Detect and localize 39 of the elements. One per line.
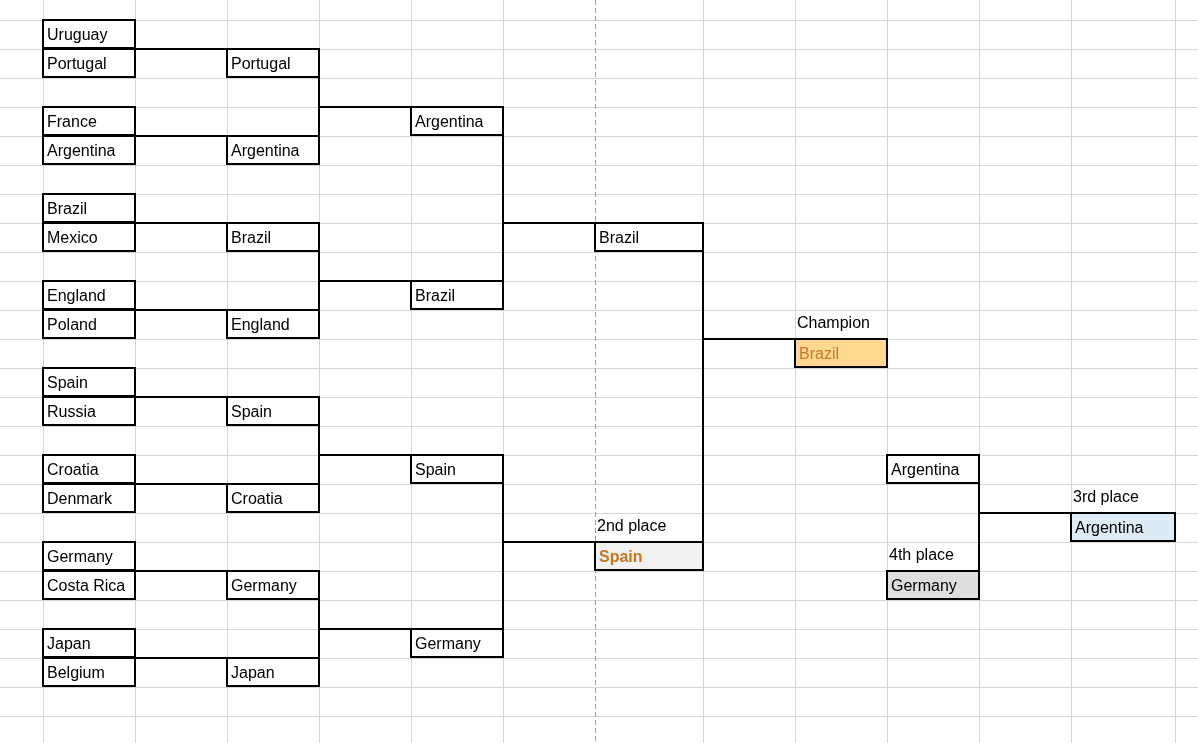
- team-cell: England: [226, 309, 320, 339]
- team-cell: Germany: [42, 541, 136, 571]
- team-cell: Croatia: [226, 483, 320, 513]
- team-cell: Spain: [410, 454, 504, 484]
- team-cell: Portugal: [42, 48, 136, 78]
- team-cell: England: [42, 280, 136, 310]
- team-cell: Spain: [42, 367, 136, 397]
- team-cell: Denmark: [42, 483, 136, 513]
- place-label: Champion: [797, 313, 870, 333]
- team-cell: Argentina: [410, 106, 504, 136]
- team-cell: Argentina: [226, 135, 320, 165]
- team-cell: Costa Rica: [42, 570, 136, 600]
- team-cell: Poland: [42, 309, 136, 339]
- team-cell: Argentina: [42, 135, 136, 165]
- team-cell: Croatia: [42, 454, 136, 484]
- bracket-line: [702, 338, 796, 543]
- team-cell: Brazil: [410, 280, 504, 310]
- team-cell: Spain: [594, 541, 704, 571]
- team-cell: Germany: [410, 628, 504, 658]
- team-cell: France: [42, 106, 136, 136]
- place-label: 2nd place: [597, 516, 667, 536]
- team-cell: Brazil: [794, 338, 888, 368]
- team-cell: Russia: [42, 396, 136, 426]
- team-cell: Brazil: [226, 222, 320, 252]
- team-cell: Germany: [226, 570, 320, 600]
- place-label: 3rd place: [1073, 487, 1139, 507]
- place-label: 4th place: [889, 545, 954, 565]
- team-cell: Brazil: [594, 222, 704, 252]
- team-cell: Mexico: [42, 222, 136, 252]
- team-cell: Brazil: [42, 193, 136, 223]
- team-cell: Spain: [226, 396, 320, 426]
- team-cell: Belgium: [42, 657, 136, 687]
- team-cell: Japan: [42, 628, 136, 658]
- team-cell: Argentina: [886, 454, 980, 484]
- team-cell: Uruguay: [42, 19, 136, 49]
- team-cell: Portugal: [226, 48, 320, 78]
- team-cell: Germany: [886, 570, 980, 600]
- team-cell: Argentina: [1070, 512, 1176, 542]
- team-cell: Japan: [226, 657, 320, 687]
